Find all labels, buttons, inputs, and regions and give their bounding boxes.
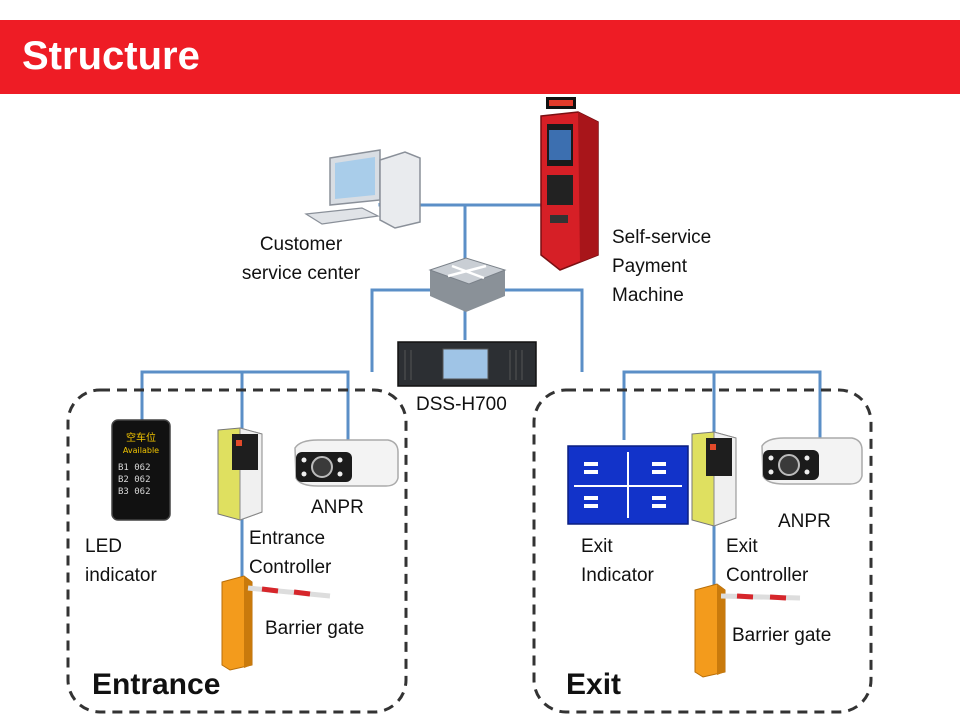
led-screen-line2: Available (123, 446, 159, 455)
computer-icon (304, 149, 421, 229)
led-screen-row2: B2 062 (118, 475, 151, 485)
led-screen-line1: 空车位 (126, 431, 156, 444)
entrance-anpr-label: ANPR (311, 497, 364, 518)
exit-anpr-camera-icon (761, 437, 863, 485)
entrance-controller-icon (217, 427, 263, 521)
server-label: DSS-H700 (416, 394, 507, 415)
exit-barrier-label: Barrier gate (732, 625, 832, 646)
payment-machine-label: Self-service Payment Machine (612, 227, 712, 306)
line-entrance-bus (140, 370, 350, 440)
payment-kiosk-icon (540, 97, 599, 271)
server-icon (397, 341, 537, 387)
line-right-branch (495, 288, 584, 372)
exit-controller-label: Exit Controller (726, 536, 809, 586)
line-exit-bus (622, 370, 822, 440)
exit-group-border (532, 388, 873, 714)
exit-barrier-gate-icon (694, 583, 801, 678)
led-screen-row1: B1 062 (118, 463, 151, 473)
switch-icon (428, 257, 507, 312)
exit-indicator-label: Exit Indicator (581, 536, 654, 586)
exit-indicator-board-icon (567, 445, 689, 525)
entrance-group-border (66, 388, 408, 714)
entrance-barrier-gate-icon (221, 575, 331, 671)
exit-controller-icon (691, 431, 737, 527)
entrance-controller-label: Entrance Controller (249, 528, 332, 578)
network-lines (140, 203, 822, 588)
customer-service-label: Customer service center (241, 234, 361, 284)
page-title: Structure (22, 34, 200, 78)
exit-anpr-label: ANPR (778, 511, 831, 532)
entrance-barrier-label: Barrier gate (265, 618, 365, 639)
led-screen-row3: B3 062 (118, 487, 151, 497)
line-left-branch (370, 288, 440, 372)
entrance-anpr-camera-icon (294, 439, 399, 487)
led-indicator-icon: 空车位 Available B1 062 B2 062 B3 062 (111, 419, 171, 521)
entrance-group-label: Entrance (92, 668, 221, 701)
title-banner (0, 20, 960, 94)
exit-group-label: Exit (566, 668, 622, 701)
led-indicator-label: LED indicator (85, 536, 157, 586)
